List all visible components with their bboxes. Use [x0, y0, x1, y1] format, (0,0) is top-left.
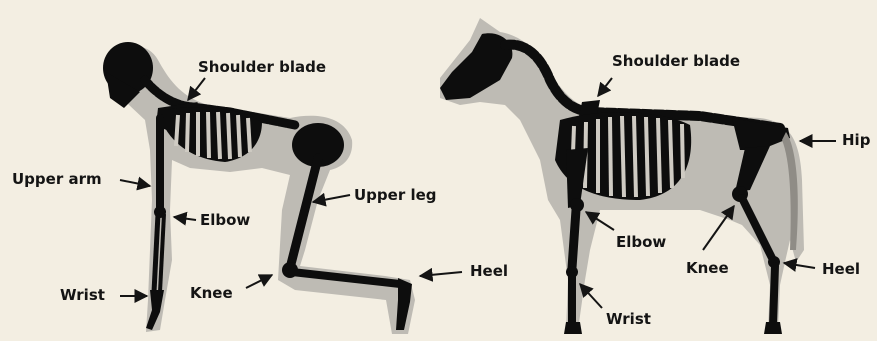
- arrow-horse-heel: [784, 263, 815, 268]
- horse-front-hoof: [564, 322, 582, 334]
- label-horse-elbow: Elbow: [616, 235, 666, 250]
- label-human-upper-arm: Upper arm: [12, 172, 102, 187]
- arrow-human-shoulder-blade: [188, 78, 205, 100]
- arrow-horse-shoulder-blade: [598, 78, 612, 96]
- label-horse-knee: Knee: [686, 261, 729, 276]
- arrow-human-heel: [420, 272, 462, 276]
- horse-front-forearm: [572, 210, 576, 268]
- horse-hind-hoof: [764, 322, 782, 334]
- arrow-human-upper-arm: [120, 180, 150, 186]
- label-human-upper-leg: Upper leg: [354, 188, 437, 203]
- arrow-human-knee: [246, 275, 272, 288]
- label-horse-shoulder-blade: Shoulder blade: [612, 54, 740, 69]
- label-human-elbow: Elbow: [200, 213, 250, 228]
- label-horse-wrist: Wrist: [606, 312, 651, 327]
- horse-hind-cannon: [773, 266, 775, 325]
- label-human-knee: Knee: [190, 286, 233, 301]
- arrow-horse-wrist: [580, 284, 602, 308]
- label-human-wrist: Wrist: [60, 288, 105, 303]
- label-horse-hip: Hip: [842, 133, 870, 148]
- label-human-shoulder-blade: Shoulder blade: [198, 60, 326, 75]
- label-horse-heel: Heel: [822, 262, 860, 277]
- arrow-human-elbow: [174, 217, 196, 220]
- label-human-heel: Heel: [470, 264, 508, 279]
